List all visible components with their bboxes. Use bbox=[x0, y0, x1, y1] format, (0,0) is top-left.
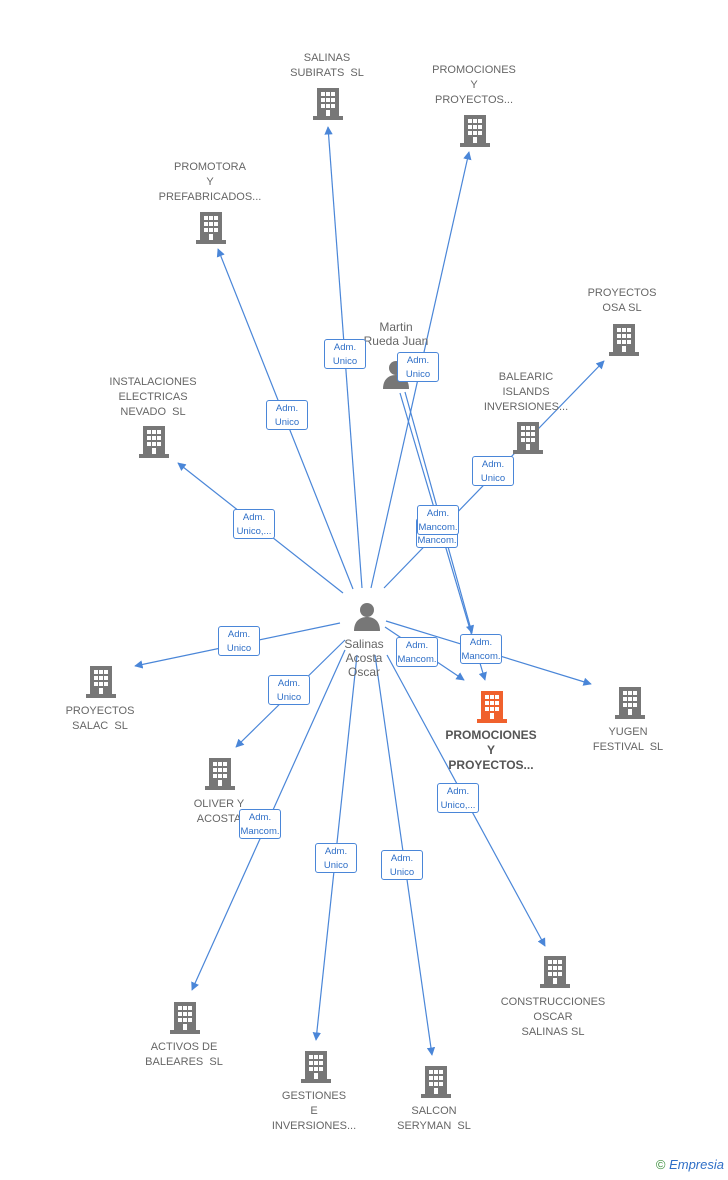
edge-label-salinas-acosta-to-oliver[interactable]: Adm. Unico bbox=[268, 675, 310, 705]
edge-label-salinas-acosta-to-salinas-subirats[interactable]: Adm. Unico bbox=[324, 339, 366, 369]
node-label-proyectos-salac[interactable]: PROYECTOS SALAC SL bbox=[65, 705, 135, 732]
edge-label-salinas-acosta-to-salcon[interactable]: Adm. Unico bbox=[381, 850, 423, 880]
node-label-salcon[interactable]: SALCON SERYMAN SL bbox=[397, 1105, 471, 1132]
building-icon[interactable] bbox=[313, 88, 343, 120]
node-label-activos[interactable]: ACTIVOS DE BALEARES SL bbox=[145, 1041, 223, 1068]
copyright-symbol: © bbox=[655, 1157, 666, 1172]
node-label-promociones-focus[interactable]: PROMOCIONES Y PROYECTOS... bbox=[445, 728, 537, 772]
node-label-yugen[interactable]: YUGEN FESTIVAL SL bbox=[592, 726, 664, 753]
node-label-instalaciones[interactable]: INSTALACIONES ELECTRICAS NEVADO SL bbox=[109, 376, 197, 418]
building-icon[interactable] bbox=[301, 1051, 331, 1083]
node-label-construcciones[interactable]: CONSTRUCCIONES OSCAR SALINAS SL bbox=[500, 996, 606, 1038]
copyright: © Empresia bbox=[656, 1157, 724, 1172]
edge-label-salinas-acosta-to-construcciones[interactable]: Adm. Unico,... bbox=[437, 783, 479, 813]
edge-label-salinas-acosta-to-proyectos-osa[interactable]: Adm. Unico bbox=[472, 456, 514, 486]
node-label-gestiones[interactable]: GESTIONES E INVERSIONES... bbox=[271, 1090, 357, 1132]
edge-label-salinas-acosta-to-instalaciones[interactable]: Adm. Unico,... bbox=[233, 509, 275, 539]
building-icon[interactable] bbox=[460, 115, 490, 147]
building-icon[interactable] bbox=[477, 691, 507, 723]
edge-label-salinas-acosta-to-proyectos-salac[interactable]: Adm. Unico bbox=[218, 626, 260, 656]
node-label-proyectos-osa[interactable]: PROYECTOS OSA SL bbox=[587, 287, 657, 314]
building-icon[interactable] bbox=[196, 212, 226, 244]
edge-label-salinas-acosta-to-promotora[interactable]: Adm. Unico bbox=[266, 400, 308, 430]
edge-label-martin-to-yugen[interactable]: Adm. Mancom. bbox=[417, 505, 459, 535]
node-label-promociones-top[interactable]: PROMOCIONES Y PROYECTOS... bbox=[432, 64, 516, 106]
building-icon[interactable] bbox=[205, 758, 235, 790]
building-icon[interactable] bbox=[170, 1002, 200, 1034]
node-label-salinas-subirats[interactable]: SALINAS SUBIRATS SL bbox=[290, 52, 364, 79]
person-icon[interactable] bbox=[354, 603, 380, 631]
building-icon[interactable] bbox=[540, 956, 570, 988]
node-label-salinas-acosta[interactable]: Salinas Acosta Oscar bbox=[344, 637, 384, 679]
node-label-martin[interactable]: Martin Rueda Juan bbox=[363, 320, 429, 348]
node-label-promotora[interactable]: PROMOTORA Y PREFABRICADOS... bbox=[158, 161, 262, 203]
edge-label-salinas-acosta-to-yugen[interactable]: Adm. Mancom. bbox=[460, 634, 502, 664]
node-label-oliver[interactable]: OLIVER Y ACOSTA bbox=[193, 798, 245, 825]
edge-label-salinas-acosta-to-promociones-focus[interactable]: Adm. Mancom. bbox=[396, 637, 438, 667]
edge-label-salinas-acosta-to-gestiones[interactable]: Adm. Unico bbox=[315, 843, 357, 873]
building-icon[interactable] bbox=[86, 666, 116, 698]
building-icon[interactable] bbox=[139, 426, 169, 458]
brand-logo: Empresia bbox=[669, 1157, 724, 1172]
building-icon[interactable] bbox=[421, 1066, 451, 1098]
building-icon[interactable] bbox=[513, 422, 543, 454]
building-icon[interactable] bbox=[609, 324, 639, 356]
building-icon[interactable] bbox=[615, 687, 645, 719]
node-label-balearic[interactable]: BALEARIC ISLANDS INVERSIONES... bbox=[483, 371, 569, 413]
edge-label-salinas-acosta-to-activos[interactable]: Adm. Mancom. bbox=[239, 809, 281, 839]
edge-label-salinas-acosta-to-promociones-top[interactable]: Adm. Unico bbox=[397, 352, 439, 382]
